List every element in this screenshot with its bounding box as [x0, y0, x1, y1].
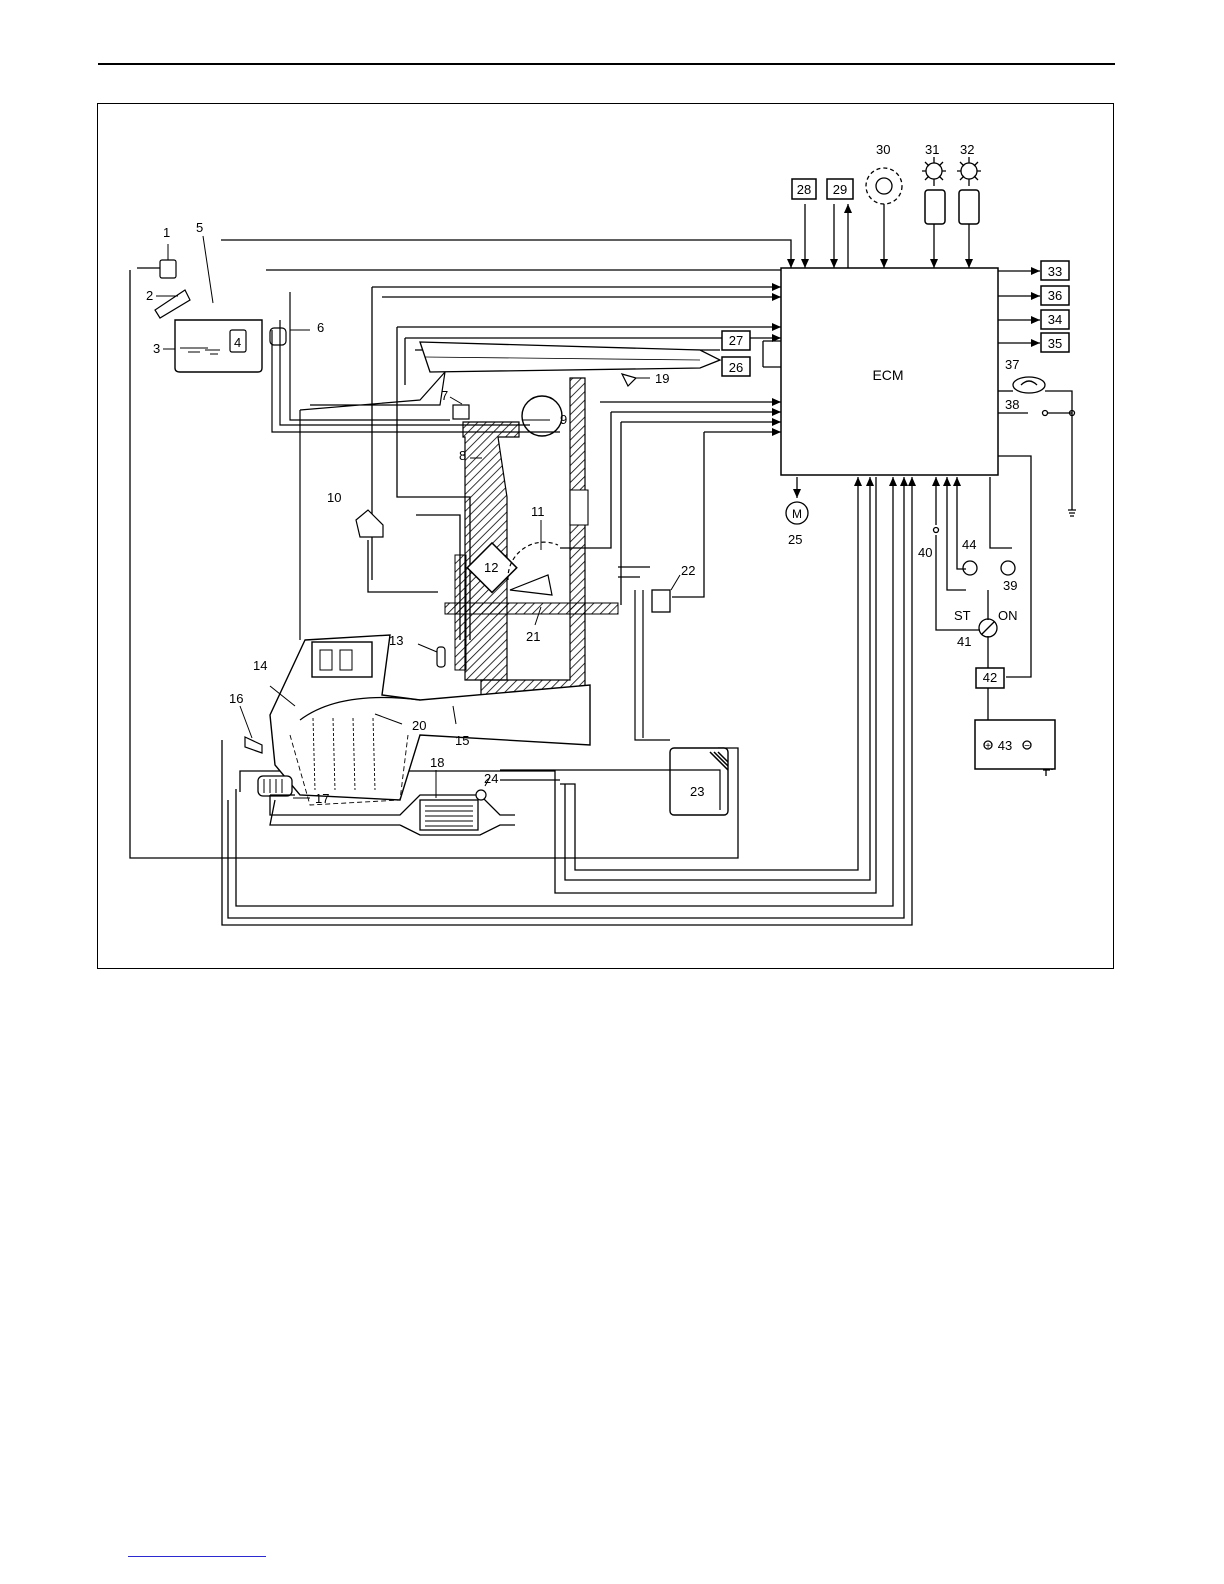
ignition-st-label: ST — [954, 608, 971, 623]
callout-5: 5 — [196, 220, 203, 235]
callout-10: 10 — [327, 490, 341, 505]
callout-24: 24 — [484, 771, 498, 786]
callout-1: 1 — [163, 225, 170, 240]
callout-43: 43 — [998, 738, 1012, 753]
callout-20: 20 — [412, 718, 426, 733]
callout-30: 30 — [876, 142, 890, 157]
callout-28: 28 — [797, 182, 811, 197]
callout-6: 6 — [317, 320, 324, 335]
callout-3: 3 — [153, 341, 160, 356]
callout-21: 21 — [526, 629, 540, 644]
callout-44: 44 — [962, 537, 976, 552]
callout-31: 31 — [925, 142, 939, 157]
callout-9: 9 — [560, 412, 567, 427]
callout-8: 8 — [459, 448, 466, 463]
callout-14: 14 — [253, 658, 267, 673]
callout-36: 36 — [1048, 288, 1062, 303]
motor-icon: M — [792, 507, 802, 521]
callout-13: 13 — [389, 633, 403, 648]
callout-15: 15 — [455, 733, 469, 748]
callout-23: 23 — [690, 784, 704, 799]
callout-18: 18 — [430, 755, 444, 770]
callout-26: 26 — [729, 360, 743, 375]
callout-4: 4 — [234, 335, 241, 350]
callout-34: 34 — [1048, 312, 1062, 327]
callout-37: 37 — [1005, 357, 1019, 372]
callout-7: 7 — [441, 388, 448, 403]
callout-41: 41 — [957, 634, 971, 649]
callout-38: 38 — [1005, 397, 1019, 412]
callout-40: 40 — [918, 545, 932, 560]
callout-39: 39 — [1003, 578, 1017, 593]
battery-negative-icon: − — [1024, 741, 1030, 752]
callout-29: 29 — [833, 182, 847, 197]
callout-33: 33 — [1048, 264, 1062, 279]
callout-19: 19 — [655, 371, 669, 386]
ignition-on-label: ON — [998, 608, 1018, 623]
callout-2: 2 — [146, 288, 153, 303]
callout-42: 42 — [983, 670, 997, 685]
callout-35: 35 — [1048, 336, 1062, 351]
callout-12: 12 — [484, 560, 498, 575]
callout-17: 17 — [315, 791, 329, 806]
battery-positive-icon: + — [985, 741, 991, 752]
callout-22: 22 — [681, 563, 695, 578]
callout-16: 16 — [229, 691, 243, 706]
callout-25: 25 — [788, 532, 802, 547]
callout-27: 27 — [729, 333, 743, 348]
callout-11: 11 — [531, 504, 545, 519]
ecm-unit: ECM — [781, 268, 998, 475]
ecm-label: ECM — [872, 367, 903, 383]
callout-32: 32 — [960, 142, 974, 157]
